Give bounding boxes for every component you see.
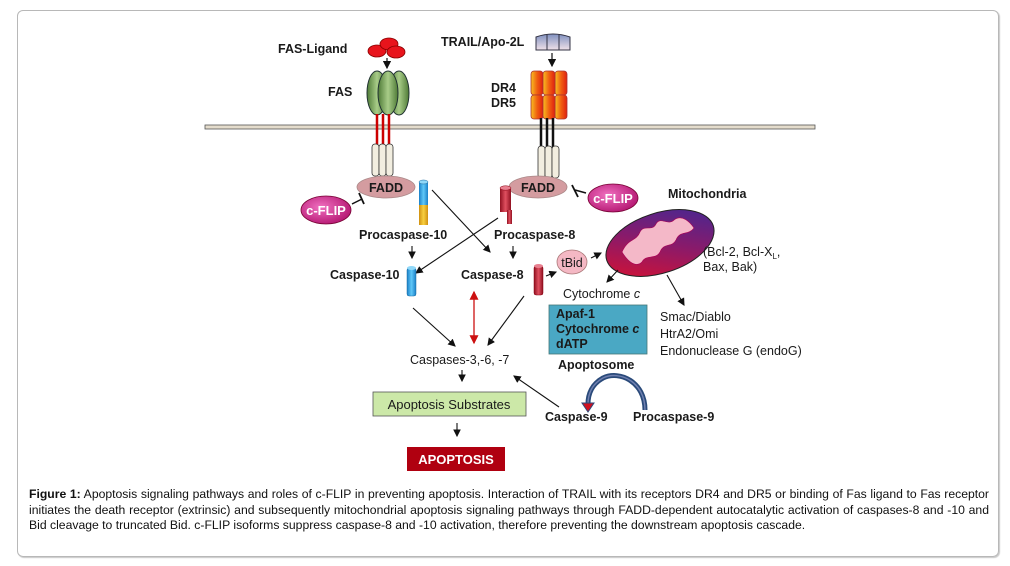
inhibition-cflip-right — [571, 184, 587, 198]
fas-ligand-icon — [367, 37, 406, 59]
bcl-family-label: (Bcl-2, Bcl-XL, — [703, 245, 780, 261]
caption-label: Figure 1: — [29, 487, 81, 501]
procaspase10-label: Procaspase-10 — [359, 228, 447, 242]
procaspase9-label: Procaspase-9 — [633, 410, 714, 424]
figure-frame — [17, 10, 999, 557]
apoptosis-substrates-box: Apoptosis Substrates — [372, 391, 527, 417]
apoptosis-box: APOPTOSIS — [407, 447, 505, 471]
arrow-mito-to-cytc — [606, 269, 619, 283]
factor-smac: Smac/Diablo — [660, 310, 731, 324]
mitochondria-label: Mitochondria — [668, 187, 748, 201]
caspase10-label: Caspase-10 — [330, 268, 400, 282]
bax-bak-label: Bax, Bak) — [703, 260, 757, 274]
trail-ligand-icon — [535, 33, 571, 51]
tbid-node: tBid — [556, 249, 588, 275]
apoptosome-box: Apaf-1 Cytochrome c dATP — [548, 304, 648, 355]
arrow-casp9-to-effectors — [513, 375, 560, 408]
caption-text: Apoptosis signaling pathways and roles o… — [29, 487, 989, 533]
arrow-mito-to-factors — [666, 274, 685, 306]
figure-caption: Figure 1: Apoptosis signaling pathways a… — [29, 487, 989, 534]
trail-label: TRAIL/Apo-2L — [441, 35, 525, 49]
caspase9-label: Caspase-9 — [545, 410, 608, 424]
procaspase8-icon — [499, 185, 512, 224]
arrow-fadd-to-caspase8 — [431, 189, 491, 253]
apoptosome-label: Apoptosome — [558, 358, 634, 372]
fas-receptor-icon — [366, 70, 410, 177]
arrow-casp8-to-tbid — [545, 270, 558, 279]
procaspase10-icon — [418, 179, 429, 225]
procaspase8-label: Procaspase-8 — [494, 228, 575, 242]
svg-text:c-FLIP: c-FLIP — [306, 203, 346, 218]
arrow-tbid-to-mito — [590, 252, 602, 260]
dr4-label: DR4 — [491, 81, 516, 95]
factor-htra2: HtrA2/Omi — [660, 327, 718, 341]
svg-text:dATP: dATP — [556, 337, 588, 351]
cytochrome-c-label: Cytochrome c — [563, 287, 641, 301]
svg-text:APOPTOSIS: APOPTOSIS — [418, 452, 494, 467]
svg-text:FADD: FADD — [521, 181, 555, 195]
caspase10-icon — [406, 266, 417, 297]
svg-text:Apaf-1: Apaf-1 — [556, 307, 595, 321]
death-receptor-icon — [530, 70, 568, 179]
caspase8-icon — [533, 264, 544, 296]
fadd-left: FADD — [356, 175, 416, 199]
svg-text:FADD: FADD — [369, 181, 403, 195]
fas-ligand-label: FAS-Ligand — [278, 42, 347, 56]
svg-text:Apoptosis Substrates: Apoptosis Substrates — [388, 397, 511, 412]
arrow-casp10-to-effectors — [412, 307, 456, 347]
svg-text:Cytochrome c: Cytochrome c — [556, 322, 639, 336]
svg-text:c-FLIP: c-FLIP — [593, 191, 633, 206]
cflip-left: c-FLIP — [300, 195, 352, 225]
mitochondria-icon — [605, 209, 715, 277]
inhibition-cflip-left — [351, 192, 365, 205]
dr5-label: DR5 — [491, 96, 516, 110]
fas-label: FAS — [328, 85, 352, 99]
arrow-casp8-to-effectors — [487, 295, 525, 346]
cflip-right: c-FLIP — [587, 183, 639, 213]
procaspase9-activation-arrow — [581, 373, 648, 413]
factor-endog: Endonuclease G (endoG) — [660, 344, 802, 358]
cell-membrane — [204, 124, 816, 130]
effector-caspases-label: Caspases-3,-6, -7 — [410, 353, 509, 367]
caspase8-label: Caspase-8 — [461, 268, 524, 282]
arrow-procaspase8-to-caspase10 — [415, 217, 499, 274]
svg-text:tBid: tBid — [561, 256, 583, 270]
fadd-right: FADD — [508, 175, 568, 199]
